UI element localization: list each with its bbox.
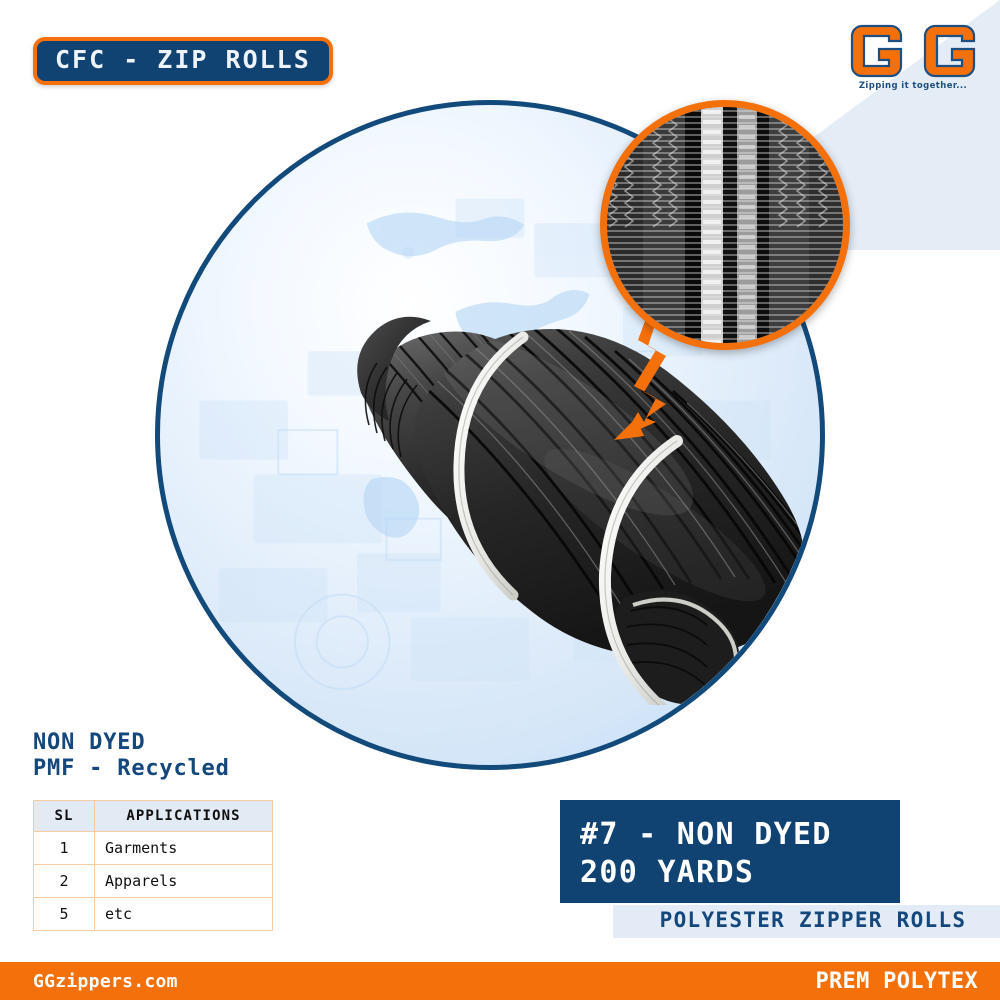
- footer-company-name: PREM POLYTEX: [815, 969, 978, 994]
- product-info-title-line2: 200 YARDS: [580, 854, 755, 890]
- table-cell-application: etc: [94, 897, 273, 931]
- product-subtitle-band: [613, 905, 1000, 938]
- category-badge-label: CFC - ZIP ROLLS: [55, 45, 311, 74]
- brand-logo: Zipping it together...: [848, 22, 978, 91]
- table-header-row: SL APPLICATIONS: [33, 800, 273, 832]
- applications-table: SL APPLICATIONS 1 Garments 2 Apparels 5 …: [33, 800, 273, 931]
- product-subtitle: POLYESTER ZIPPER ROLLS: [659, 908, 967, 932]
- table-row: 5 etc: [33, 897, 273, 931]
- material-spec: NON DYED PMF - Recycled: [33, 730, 230, 782]
- table-cell-sl: 2: [33, 864, 95, 898]
- product-info-title: #7 - NON DYED 200 YARDS: [580, 816, 832, 891]
- footer-bar: GGzippers.com PREM POLYTEX: [0, 962, 1000, 1000]
- gg-logo-icon: [850, 24, 976, 78]
- table-header-sl: SL: [33, 800, 95, 832]
- zipper-tape-macro-texture: [607, 107, 843, 343]
- magnified-detail-circle: [600, 100, 850, 350]
- table-cell-sl: 1: [33, 831, 95, 865]
- table-cell-application: Apparels: [94, 864, 273, 898]
- table-row: 2 Apparels: [33, 864, 273, 898]
- spec-line-2: PMF - Recycled: [33, 755, 230, 781]
- tie-strap: [598, 435, 683, 705]
- table-cell-sl: 5: [33, 897, 95, 931]
- table-row: 1 Garments: [33, 831, 273, 865]
- product-info-title-line1: #7 - NON DYED: [580, 817, 832, 852]
- category-badge: CFC - ZIP ROLLS: [33, 37, 333, 86]
- tie-strap: [453, 331, 529, 601]
- spec-line-1: NON DYED: [33, 730, 146, 755]
- footer-website[interactable]: GGzippers.com: [33, 971, 178, 992]
- brand-tagline: Zipping it together...: [858, 81, 968, 91]
- table-cell-application: Garments: [94, 831, 273, 865]
- table-header-applications: APPLICATIONS: [94, 800, 273, 832]
- product-info-panel: #7 - NON DYED 200 YARDS: [560, 800, 900, 903]
- zipper-roll-product-image: [357, 316, 805, 705]
